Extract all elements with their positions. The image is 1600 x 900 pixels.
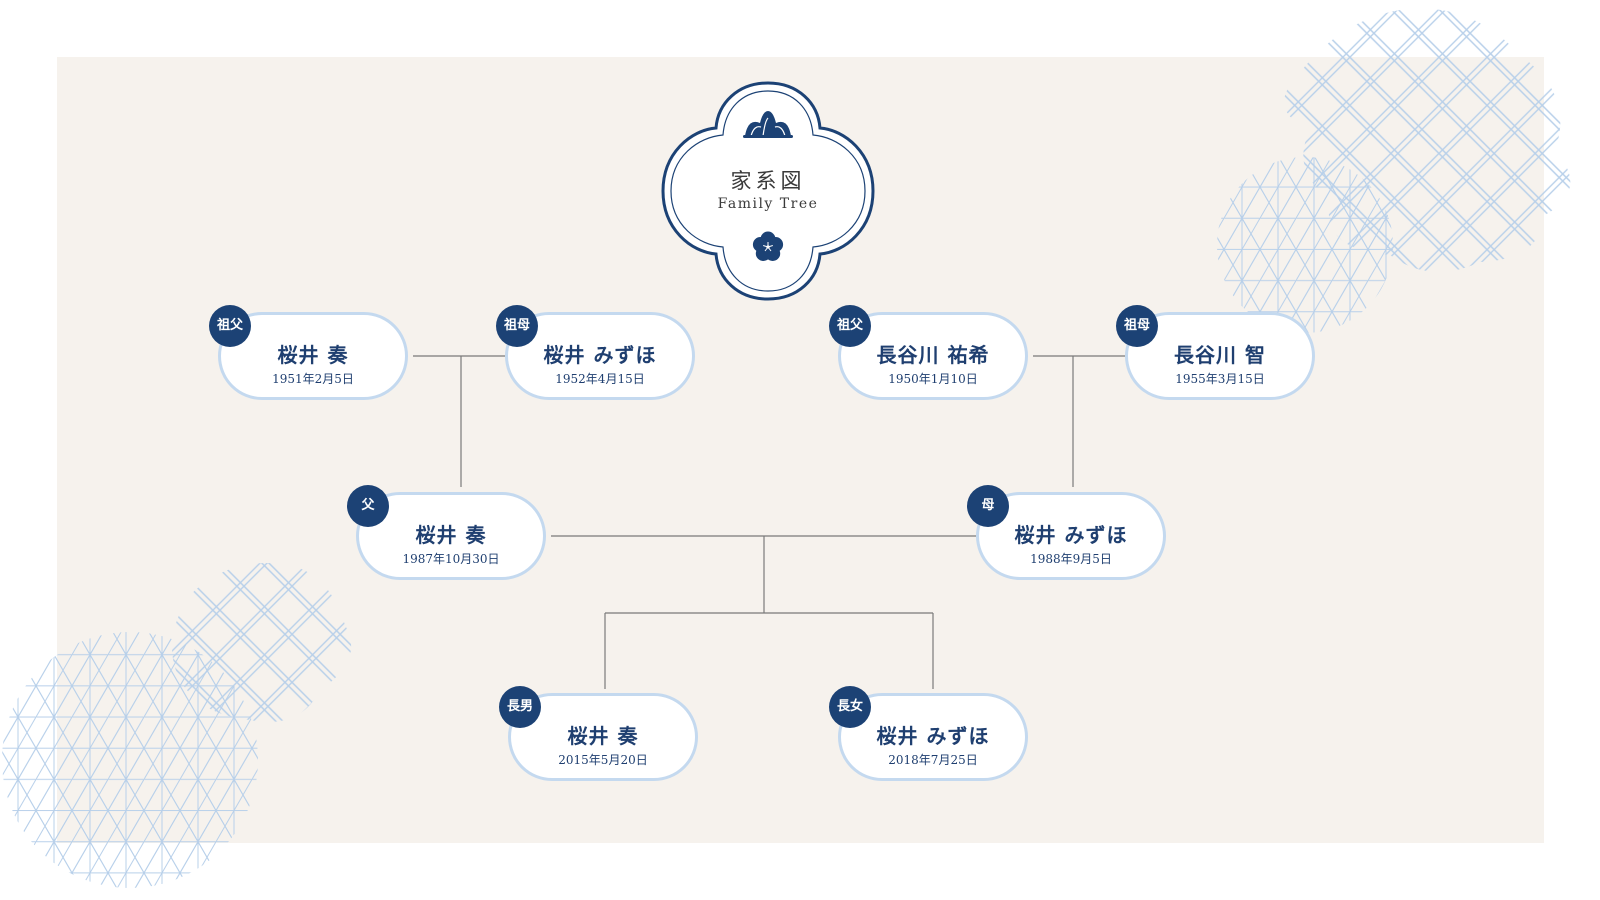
- role-badge: 母: [967, 485, 1009, 527]
- member-name: 桜井 奏: [277, 343, 349, 367]
- member-card-maternal-grandfather[interactable]: 祖父 長谷川 祐希 1950年1月10日: [829, 305, 1028, 400]
- member-name: 桜井 みずほ: [876, 724, 990, 748]
- member-birthdate: 1988年9月5日: [1030, 552, 1112, 566]
- role-badge: 長男: [499, 686, 541, 728]
- member-card-father[interactable]: 父 桜井 奏 1987年10月30日: [347, 485, 546, 580]
- member-name: 長谷川 祐希: [876, 343, 990, 367]
- role-badge: 祖父: [829, 305, 871, 347]
- role-badge: 父: [347, 485, 389, 527]
- member-birthdate: 1951年2月5日: [272, 372, 354, 386]
- emblem-frame: [661, 81, 875, 301]
- member-birthdate: 1950年1月10日: [888, 372, 978, 386]
- role-badge: 祖母: [1116, 305, 1158, 347]
- member-birthdate: 1952年4月15日: [555, 372, 645, 386]
- member-birthdate: 2018年7月25日: [888, 753, 978, 767]
- member-birthdate: 1955年3月15日: [1175, 372, 1265, 386]
- member-name: 桜井 奏: [567, 724, 639, 748]
- member-card-eldest-son[interactable]: 長男 桜井 奏 2015年5月20日: [499, 686, 698, 781]
- role-badge: 祖父: [209, 305, 251, 347]
- member-name: 桜井 みずほ: [1014, 523, 1128, 547]
- member-card-maternal-grandmother[interactable]: 祖母 長谷川 智 1955年3月15日: [1116, 305, 1315, 400]
- plum-blossom-icon: [752, 231, 784, 261]
- member-birthdate: 1987年10月30日: [402, 552, 500, 566]
- pine-crest-icon: [743, 111, 793, 138]
- role-badge: 祖母: [496, 305, 538, 347]
- member-card-paternal-grandmother[interactable]: 祖母 桜井 みずほ 1952年4月15日: [496, 305, 695, 400]
- title-english: Family Tree: [717, 196, 819, 212]
- member-birthdate: 2015年5月20日: [558, 753, 648, 767]
- member-card-eldest-daughter[interactable]: 長女 桜井 みずほ 2018年7月25日: [829, 686, 1028, 781]
- title-emblem: 家系図 Family Tree: [655, 81, 881, 301]
- member-card-mother[interactable]: 母 桜井 みずほ 1988年9月5日: [967, 485, 1166, 580]
- asanoha-pattern: [1217, 157, 1393, 333]
- member-name: 長谷川 智: [1174, 343, 1266, 367]
- member-card-paternal-grandfather[interactable]: 祖父 桜井 奏 1951年2月5日: [209, 305, 408, 400]
- asanoha-pattern: [2, 632, 258, 888]
- title-japanese: 家系図: [730, 169, 806, 193]
- role-badge: 長女: [829, 686, 871, 728]
- member-name: 桜井 みずほ: [543, 343, 657, 367]
- member-name: 桜井 奏: [415, 523, 487, 547]
